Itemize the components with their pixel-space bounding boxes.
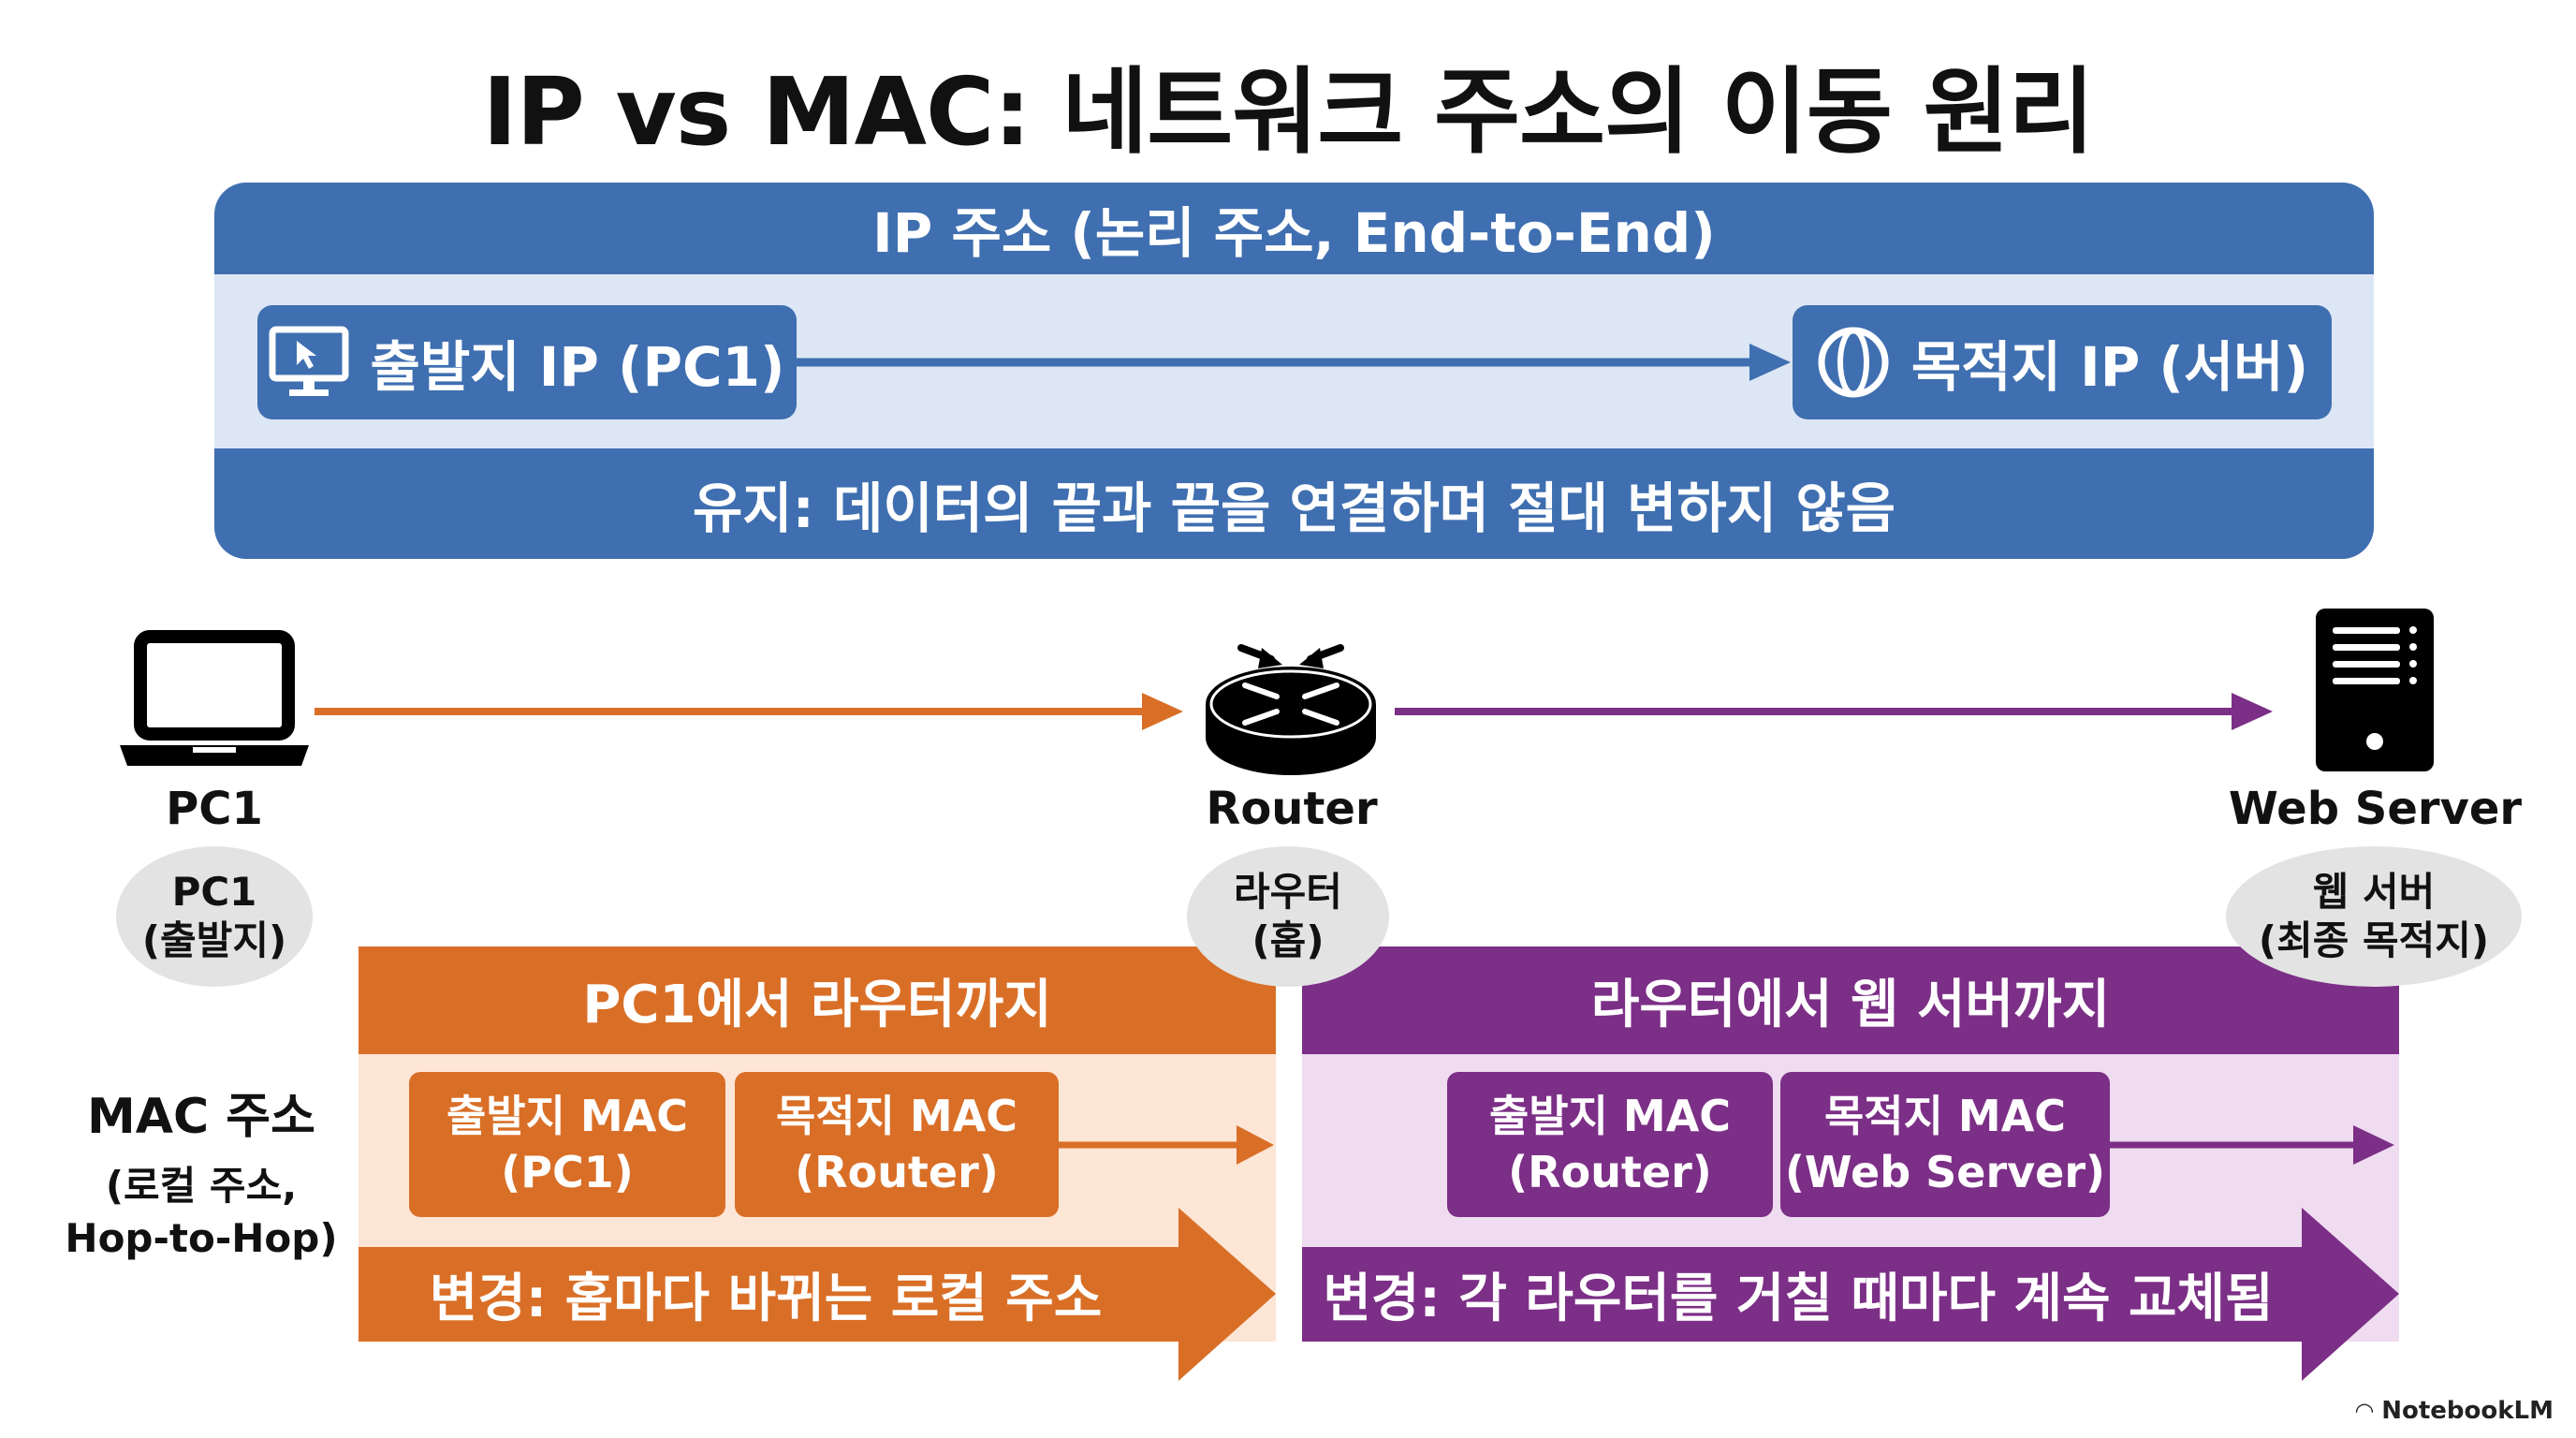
router-bubble-line1: 라우터 [1234, 868, 1342, 915]
ip-address-panel: IP 주소 (논리 주소, End-to-End) 출발지 IP (PC1) 목… [214, 183, 2374, 559]
router-mac-arrow [2110, 1125, 2394, 1165]
page-title: IP vs MAC: 네트워크 주소의 이동 원리 [482, 57, 2094, 167]
mac-label-line3: Hop-to-Hop) [65, 1215, 338, 1261]
server-bubble: 웹 서버 (최종 목적지) [2226, 846, 2522, 987]
router-dst-mac-line2: (Web Server) [1784, 1146, 2106, 1197]
source-ip-label: 출발지 IP (PC1) [370, 335, 785, 399]
ip-panel-footer: 유지: 데이터의 끝과 끝을 연결하며 절대 변하지 않음 [214, 448, 2374, 559]
router-src-mac-box: 출발지 MAC (Router) [1447, 1072, 1773, 1217]
mac-label-line1: MAC 주소 [87, 1089, 315, 1145]
router-to-server-header: 라우터에서 웹 서버까지 [1302, 946, 2399, 1054]
ip-flow-arrow [797, 344, 1791, 381]
pc-change-band-arrow [359, 1208, 1276, 1381]
pc-mac-arrow [1059, 1125, 1274, 1165]
server-bubble-line2: (최종 목적지) [2258, 917, 2490, 963]
server-bubble-line1: 웹 서버 [2312, 868, 2436, 915]
pc-label: PC1 [166, 783, 263, 835]
router-label: Router [1206, 783, 1378, 835]
mac-address-label: MAC 주소 (로컬 주소, Hop-to-Hop) [47, 1077, 356, 1261]
destination-ip-box: 목적지 IP (서버) [1793, 305, 2332, 419]
pc-src-mac-line2: (PC1) [501, 1146, 634, 1197]
pc-to-router-arrow [315, 693, 1183, 730]
laptop-icon [120, 630, 309, 766]
pc-dst-mac-box: 목적지 MAC (Router) [735, 1072, 1059, 1217]
pc-src-mac-line1: 출발지 MAC [446, 1090, 689, 1141]
router-src-mac-line2: (Router) [1508, 1146, 1712, 1197]
server-label: Web Server [2228, 783, 2523, 835]
router-to-server-arrow [1395, 693, 2273, 730]
ip-panel-header: IP 주소 (논리 주소, End-to-End) [214, 183, 2374, 274]
notebooklm-icon: ◠ [2355, 1398, 2374, 1424]
router-bubble: 라우터 (홉) [1187, 846, 1389, 987]
pc-dst-mac-line1: 목적지 MAC [775, 1090, 1018, 1141]
router-bubble-line2: (홉) [1251, 917, 1325, 963]
source-ip-box: 출발지 IP (PC1) [257, 305, 797, 419]
pc-bubble-line1: PC1 [171, 868, 257, 915]
pc-to-router-header: PC1에서 라우터까지 [359, 946, 1276, 1054]
router-change-band-text: 변경: 각 라우터를 거칠 때마다 계속 교체됨 [1323, 1269, 2274, 1329]
router-dst-mac-box: 목적지 MAC (Web Server) [1780, 1072, 2110, 1217]
globe-icon [1818, 327, 1889, 398]
pc-bubble-line2: (출발지) [141, 917, 287, 963]
pc-change-band-text: 변경: 홉마다 바뀌는 로컬 주소 [429, 1269, 1103, 1329]
server-icon [2316, 609, 2434, 771]
router-change-band-arrow [1302, 1208, 2399, 1381]
pc-dst-mac-line2: (Router) [795, 1146, 999, 1197]
router-dst-mac-line1: 목적지 MAC [1823, 1090, 2067, 1141]
mac-label-line2: (로컬 주소, [105, 1163, 298, 1209]
router-icon [1206, 644, 1376, 775]
notebooklm-logo: ◠ NotebookLM [2356, 1397, 2554, 1425]
destination-ip-label: 목적지 IP (서버) [1910, 335, 2309, 399]
pc-src-mac-box: 출발지 MAC (PC1) [409, 1072, 725, 1217]
pc-bubble: PC1 (출발지) [116, 846, 313, 987]
router-src-mac-line1: 출발지 MAC [1488, 1090, 1732, 1141]
monitor-icon [269, 326, 349, 396]
brand-label: NotebookLM [2381, 1397, 2554, 1425]
